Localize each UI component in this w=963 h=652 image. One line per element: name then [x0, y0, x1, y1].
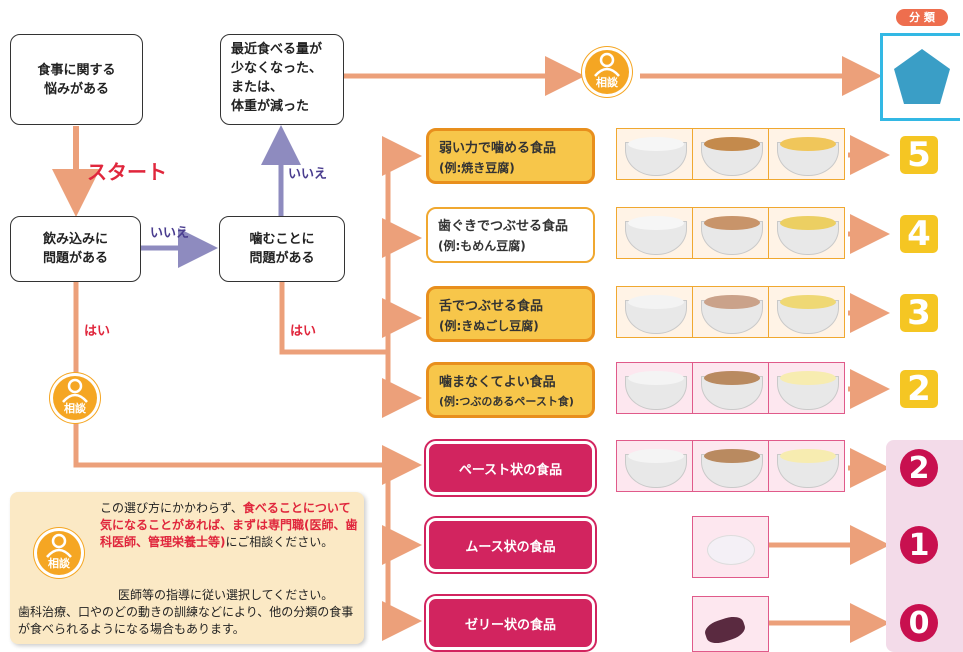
food-title: ムース状の食品 [465, 539, 556, 555]
food-photo [617, 208, 693, 258]
person-icon [594, 52, 620, 77]
category-header: 分 類 [896, 9, 948, 26]
note-text-3: 歯科治療、口やのどの動きの訓練などにより、他の分類の食事が食べられるようになる場… [18, 605, 354, 636]
food-photos-row [616, 286, 845, 338]
swallow-text: 飲み込みに 問題がある [42, 232, 108, 266]
food-mousse: ムース状の食品 [426, 518, 595, 572]
food-photo [693, 597, 768, 651]
level-badge: 2 [900, 369, 938, 409]
level-badge: 2 [900, 449, 938, 487]
note-text-c: にご相談ください。 [225, 535, 334, 549]
food-no-chew: 噛まなくてよい食品 (例:つぶのあるペースト食) [426, 362, 595, 418]
food-title: 舌でつぶせる食品 [439, 299, 544, 314]
consult-icon: 相談 [585, 50, 629, 94]
food-photo [769, 208, 844, 258]
swallow-box: 飲み込みに 問題がある [10, 216, 141, 282]
weight-loss-text: 最近食べる量が 少なくなった、 または、 体重が減った [231, 42, 323, 114]
food-title: ゼリー状の食品 [464, 617, 556, 633]
note-text-a: この選び方にかかわらず、 [100, 501, 243, 515]
food-photo [617, 363, 693, 413]
food-photos-row [616, 362, 845, 414]
food-photo [769, 287, 844, 337]
food-photo [617, 129, 693, 179]
food-photo [693, 287, 769, 337]
no-label-swallow: いいえ [150, 226, 190, 241]
food-photo [769, 363, 844, 413]
consult-text: 相談 [596, 76, 618, 89]
meal-concern-box: 食事に関する 悩みがある [10, 34, 143, 125]
consult-icon: 相談 [53, 376, 97, 420]
food-title: 弱い力で噛める食品 [439, 141, 557, 156]
food-photo [769, 441, 844, 491]
food-tongue-crush: 舌でつぶせる食品 (例:きぬごし豆腐) [426, 286, 595, 342]
note-text-emphasis: 食べることについて気になることがあれば、まずは専門職(医師、歯科医師、管理栄養士… [100, 501, 358, 549]
food-photo [693, 363, 769, 413]
chew-text: 噛むことに 問題がある [249, 232, 315, 266]
food-photo [617, 287, 693, 337]
start-label: スタート [87, 160, 167, 184]
no-label-chew: いいえ [288, 167, 328, 182]
note-text-2: 医師等の指導に従い選択してください。 [118, 588, 334, 602]
food-photo [693, 129, 769, 179]
food-example: (例:もめん豆腐) [438, 239, 526, 253]
level-badge: 3 [900, 293, 938, 333]
meal-concern-text: 食事に関する 悩みがある [37, 62, 116, 97]
consult-icon: 相談 [37, 531, 81, 575]
food-photos-row [616, 207, 845, 259]
chew-box: 噛むことに 問題がある [219, 216, 345, 282]
food-example: (例:きぬごし豆腐) [439, 319, 539, 333]
weight-loss-box: 最近食べる量が 少なくなった、 または、 体重が減った [220, 34, 344, 125]
food-example: (例:つぶのあるペースト食) [439, 395, 574, 408]
food-title: ペースト状の食品 [458, 462, 563, 478]
person-icon [46, 533, 72, 558]
food-photos-row [616, 440, 845, 492]
food-photo [617, 441, 693, 491]
food-photo [769, 129, 844, 179]
person-icon [62, 378, 88, 403]
mousse-photo [692, 516, 769, 578]
level-badge: 1 [900, 526, 938, 564]
yes-label-chew: はい [290, 324, 317, 339]
jelly-photo [692, 596, 769, 652]
consult-text: 相談 [48, 557, 70, 570]
food-photo [693, 208, 769, 258]
food-jelly: ゼリー状の食品 [426, 596, 595, 650]
food-gum-crush: 歯ぐきでつぶせる食品 (例:もめん豆腐) [426, 207, 595, 263]
pentagon-icon [894, 49, 950, 104]
food-photo [693, 517, 768, 577]
food-title: 噛まなくてよい食品 [439, 375, 556, 390]
food-paste: ペースト状の食品 [426, 441, 595, 495]
level-badge: 4 [900, 214, 938, 254]
food-title: 歯ぐきでつぶせる食品 [438, 219, 569, 234]
food-photo [693, 441, 769, 491]
food-photos-row [616, 128, 845, 180]
consult-text: 相談 [64, 402, 86, 415]
food-soft-chew: 弱い力で噛める食品 (例:焼き豆腐) [426, 128, 595, 184]
food-example: (例:焼き豆腐) [439, 161, 515, 175]
pentagon-category [880, 33, 960, 121]
level-badge: 0 [900, 604, 938, 642]
yes-label-swallow: はい [84, 324, 111, 339]
level-badge: 5 [900, 135, 938, 175]
note-text: この選び方にかかわらず、食べることについて気になることがあれば、まずは専門職(医… [100, 500, 358, 551]
